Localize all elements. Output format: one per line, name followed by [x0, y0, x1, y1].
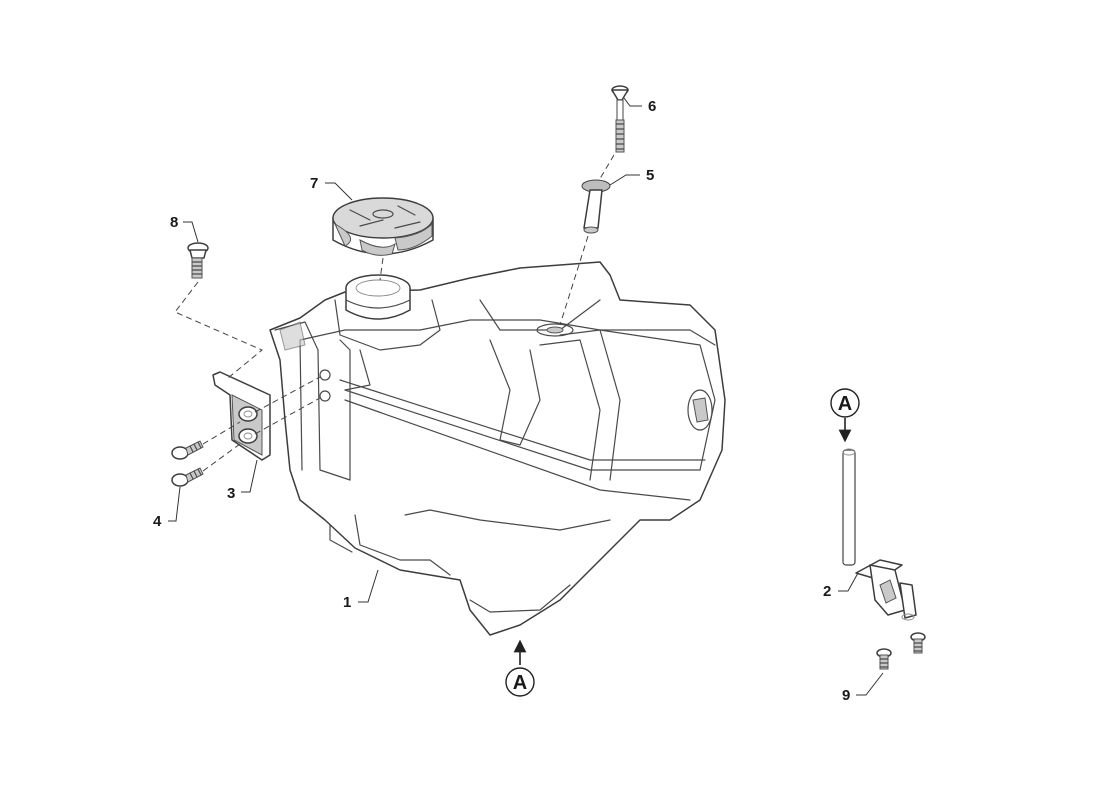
bracket-assembly-line-lower [254, 397, 321, 435]
screw-to-grommet-line [597, 154, 615, 183]
bracket-screw-upper[interactable] [171, 440, 204, 460]
fuel-tank [269, 261, 726, 636]
part-number-3: 3 [227, 485, 235, 502]
fuel-tap[interactable] [842, 448, 917, 621]
part-number-6: 6 [648, 98, 656, 115]
screw-assembly-line-upper [202, 421, 241, 445]
part-number-8: 8 [170, 214, 178, 231]
view-a-callout-tap: A [830, 388, 860, 443]
part-number-4: 4 [153, 513, 162, 530]
grommet-to-tank-line [559, 235, 589, 326]
view-a-callout-tank: A [505, 639, 535, 697]
view-a-label-tap: A [838, 393, 852, 415]
tap-screw-left[interactable] [876, 648, 892, 670]
part-number-2: 2 [823, 583, 831, 600]
part-number-9: 9 [842, 687, 850, 704]
tap-screw-right[interactable] [910, 632, 926, 654]
part-number-1: 1 [343, 594, 351, 611]
part-number-5: 5 [646, 167, 654, 184]
filler-neck [345, 274, 411, 320]
cap-assembly-line [379, 257, 384, 281]
mounting-bracket [212, 371, 271, 461]
long-mounting-screw[interactable] [611, 85, 629, 153]
bolt-assembly-line [174, 281, 263, 379]
screw-assembly-line-lower [202, 443, 241, 472]
bracket-top-bolt[interactable] [187, 242, 209, 279]
bracket-assembly-line-upper [254, 376, 321, 413]
bracket-screw-lower[interactable] [171, 467, 204, 487]
part-number-7: 7 [310, 175, 318, 192]
fuel-cap[interactable] [332, 197, 434, 256]
rubber-grommet[interactable] [581, 179, 611, 234]
view-a-label-tank: A [513, 672, 527, 694]
